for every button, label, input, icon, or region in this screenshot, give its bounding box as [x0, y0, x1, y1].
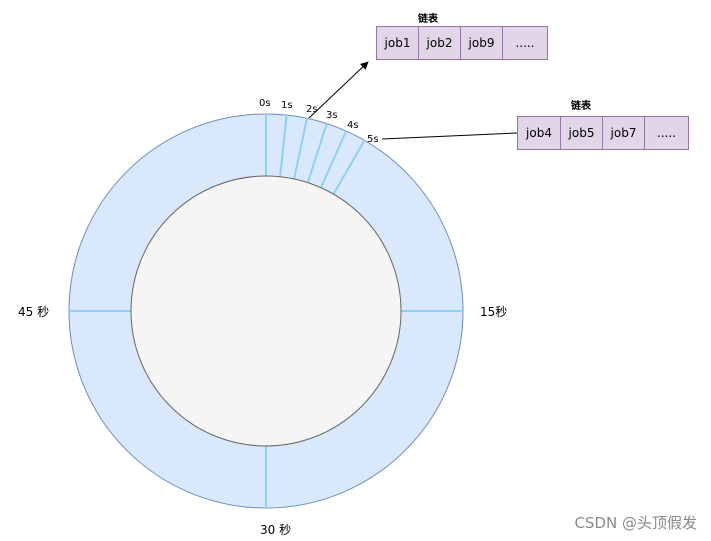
tick-label-3s: 3s	[326, 110, 338, 121]
tick-label-4s: 4s	[347, 120, 359, 131]
list-cell: job7	[603, 117, 645, 149]
quarter-label-45s: 45 秒	[18, 305, 50, 319]
linked-list-2: job4 job5 job7 .....	[517, 116, 689, 150]
list-cell: .....	[656, 126, 677, 140]
quarter-label-15s: 15秒	[480, 305, 508, 319]
quarter-label-30s: 30 秒	[260, 523, 292, 537]
slot-divider	[306, 123, 328, 183]
tick-label-5s: 5s	[367, 134, 379, 145]
tick-label-2s: 2s	[306, 104, 318, 115]
slot-lines	[69, 114, 463, 508]
slot-divider	[293, 118, 308, 180]
tick-label-1s: 1s	[281, 100, 293, 111]
list-cell: job1	[377, 27, 419, 59]
slot-divider	[319, 130, 348, 189]
wheel-inner-circle	[130, 175, 402, 447]
list-cell: job5	[561, 117, 603, 149]
tick-label-0s: 0s	[259, 98, 271, 109]
pointer-line-5s	[381, 132, 518, 140]
list-title-1: 链表	[418, 14, 438, 25]
list-title-2: 链表	[571, 101, 591, 112]
list-cell: .....	[515, 36, 535, 50]
list-cell: job4	[518, 117, 561, 149]
list-cell: job9	[461, 27, 503, 59]
slot-divider	[279, 114, 288, 177]
watermark: CSDN @头顶假发	[574, 514, 697, 532]
pointer-arrow-2s	[308, 61, 369, 119]
slot-divider	[332, 139, 366, 195]
list-cell: job2	[419, 27, 461, 59]
linked-list-1: job1 job2 job9 .....	[376, 26, 548, 60]
